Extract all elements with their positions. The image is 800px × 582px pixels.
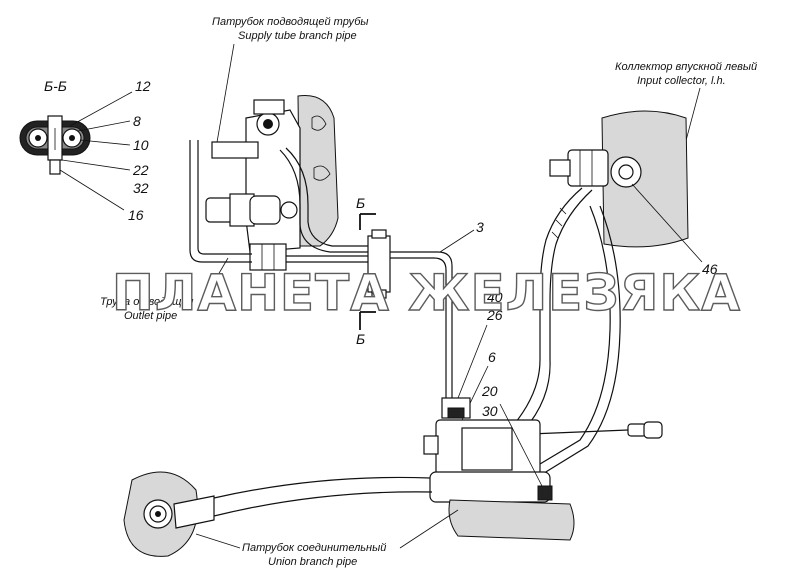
- collector-fitting: [567, 149, 609, 187]
- valve-unit: [423, 397, 553, 503]
- bottom-bracket: [448, 499, 575, 541]
- caption-supply-ru: Патрубок подводящей трубы: [212, 16, 368, 28]
- collector-hose: [499, 187, 583, 441]
- valve-nut: [249, 195, 281, 225]
- valve-port: [280, 201, 298, 219]
- control-cable-end: [627, 423, 647, 437]
- caption-union-en: Union branch pipe: [268, 556, 357, 568]
- caption-collector-en: Input collector, l.h.: [637, 75, 726, 87]
- caption-supply-en: Supply tube branch pipe: [238, 30, 357, 42]
- section-view: Б-Б 12 8 10 22 32 16: [19, 78, 151, 223]
- label-pos-26: 26: [486, 307, 503, 323]
- section-hose-left-core: [35, 135, 41, 141]
- label-pos-16: 16: [128, 207, 144, 223]
- section-title: Б-Б: [44, 78, 67, 94]
- label-pos-40: 40: [487, 289, 503, 305]
- input-collector: [601, 110, 689, 248]
- label-pos-12: 12: [135, 78, 151, 94]
- tube-3-upper: [279, 149, 372, 253]
- label-pos-6: 6: [488, 349, 496, 365]
- control-cable: [529, 429, 629, 435]
- caption-outlet-ru: Труба отводящая: [100, 296, 194, 308]
- outlet-collar: [249, 243, 287, 271]
- cut-label-top: Б: [356, 195, 365, 211]
- union-hose: [213, 476, 433, 517]
- label-pos-22: 22: [132, 162, 149, 178]
- label-pos-10: 10: [133, 137, 149, 153]
- supply-branch-pipe: [211, 141, 259, 159]
- engine-housing: [297, 94, 339, 247]
- label-pos-20: 20: [481, 383, 498, 399]
- right-loop-hose: [529, 205, 611, 471]
- valve-base: [429, 471, 551, 503]
- caption-outlet-en: Outlet pipe: [124, 310, 177, 322]
- watermark: ПЛАНЕТА ЖЕЛЕЗЯКА: [112, 264, 741, 322]
- label-pos-30: 30: [482, 403, 498, 419]
- fitting-top-nut: [253, 99, 285, 115]
- label-pos-32: 32: [133, 180, 149, 196]
- caption-collector-ru: Коллектор впускной левый: [615, 61, 757, 73]
- section-bolt: [49, 159, 61, 175]
- label-pos-8: 8: [133, 113, 141, 129]
- label-pos-3: 3: [476, 219, 484, 235]
- union-hose-end: [173, 495, 215, 529]
- caption-union-ru: Патрубок соединительный: [242, 542, 386, 554]
- engine-assembly: [205, 94, 339, 271]
- tube-outlet-horizontal: [286, 255, 370, 263]
- valve-block: [461, 427, 513, 471]
- section-hose-right-core: [69, 135, 75, 141]
- cut-label-bottom: Б: [356, 331, 365, 347]
- tube-3-down: [390, 251, 453, 400]
- label-pos-46: 46: [702, 261, 718, 277]
- outlet-pipe: [189, 140, 252, 263]
